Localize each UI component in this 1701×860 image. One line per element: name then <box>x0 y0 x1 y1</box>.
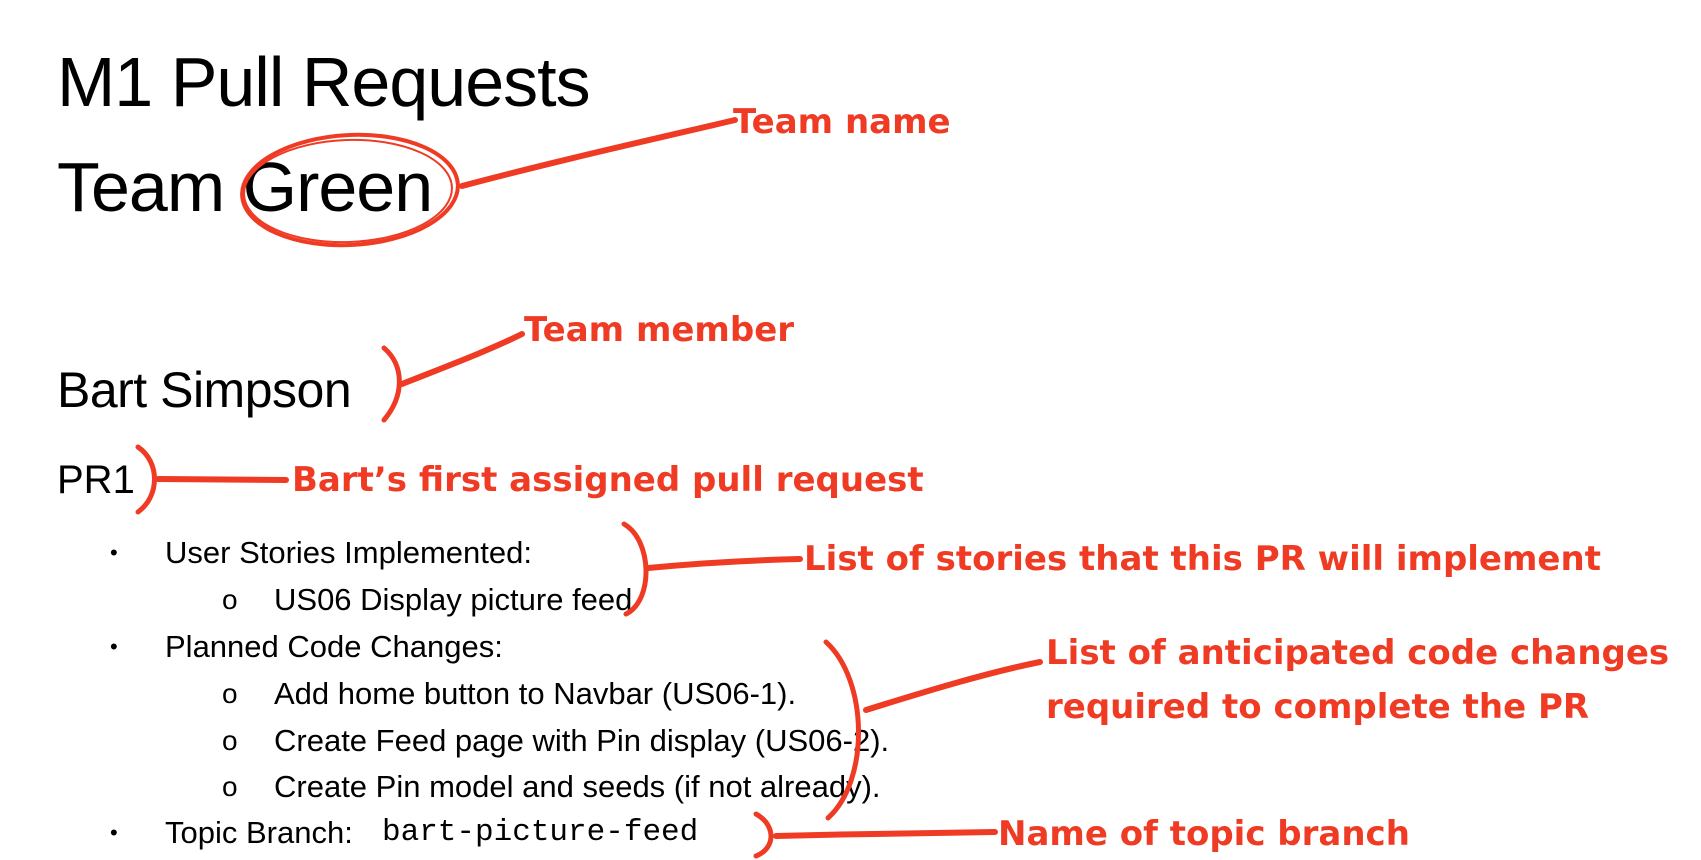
story-text: US06 Display picture feed <box>274 582 633 617</box>
annotation-first-pr: Bart’s first assigned pull request <box>292 460 924 500</box>
bullet: • <box>110 820 118 845</box>
changes-label: Planned Code Changes: <box>165 629 503 664</box>
team-name-leader <box>459 117 738 189</box>
annotation-changes-line2: required to complete the PR <box>1046 687 1590 727</box>
member-leader <box>399 331 525 387</box>
sub-bullet: o <box>222 678 238 709</box>
bullet: • <box>110 634 118 659</box>
change-text: Add home button to Navbar (US06-1). <box>274 676 797 711</box>
annotation-stories: List of stories that this PR will implem… <box>804 539 1601 579</box>
annotation-branch: Name of topic branch <box>998 814 1410 854</box>
sub-bullet: o <box>222 771 238 802</box>
sub-bullet: o <box>222 584 238 615</box>
annotation-team-name: Team name <box>733 102 951 142</box>
branch-bracket <box>753 811 774 859</box>
pr-heading: PR1 <box>57 458 135 502</box>
changes-leader <box>863 659 1043 713</box>
annotation-team-member: Team member <box>524 310 795 350</box>
branch-name: bart-picture-feed <box>382 815 699 850</box>
bullet: • <box>110 540 118 565</box>
change-text: Create Feed page with Pin display (US06-… <box>274 723 890 758</box>
stories-leader <box>645 556 803 571</box>
member-bracket <box>381 345 402 423</box>
team-heading: Team Green <box>57 148 433 226</box>
sub-bullet: o <box>222 725 238 756</box>
pr-bracket <box>135 444 157 515</box>
member-heading: Bart Simpson <box>57 362 352 418</box>
pr-leader <box>155 476 289 483</box>
stories-label: User Stories Implemented: <box>165 535 532 570</box>
branch-leader <box>773 829 998 839</box>
branch-label: Topic Branch: <box>165 815 353 850</box>
annotation-changes-line1: List of anticipated code changes <box>1046 633 1670 673</box>
change-text: Create Pin model and seeds (if not alrea… <box>274 769 881 804</box>
slide-title: M1 Pull Requests <box>57 43 591 121</box>
